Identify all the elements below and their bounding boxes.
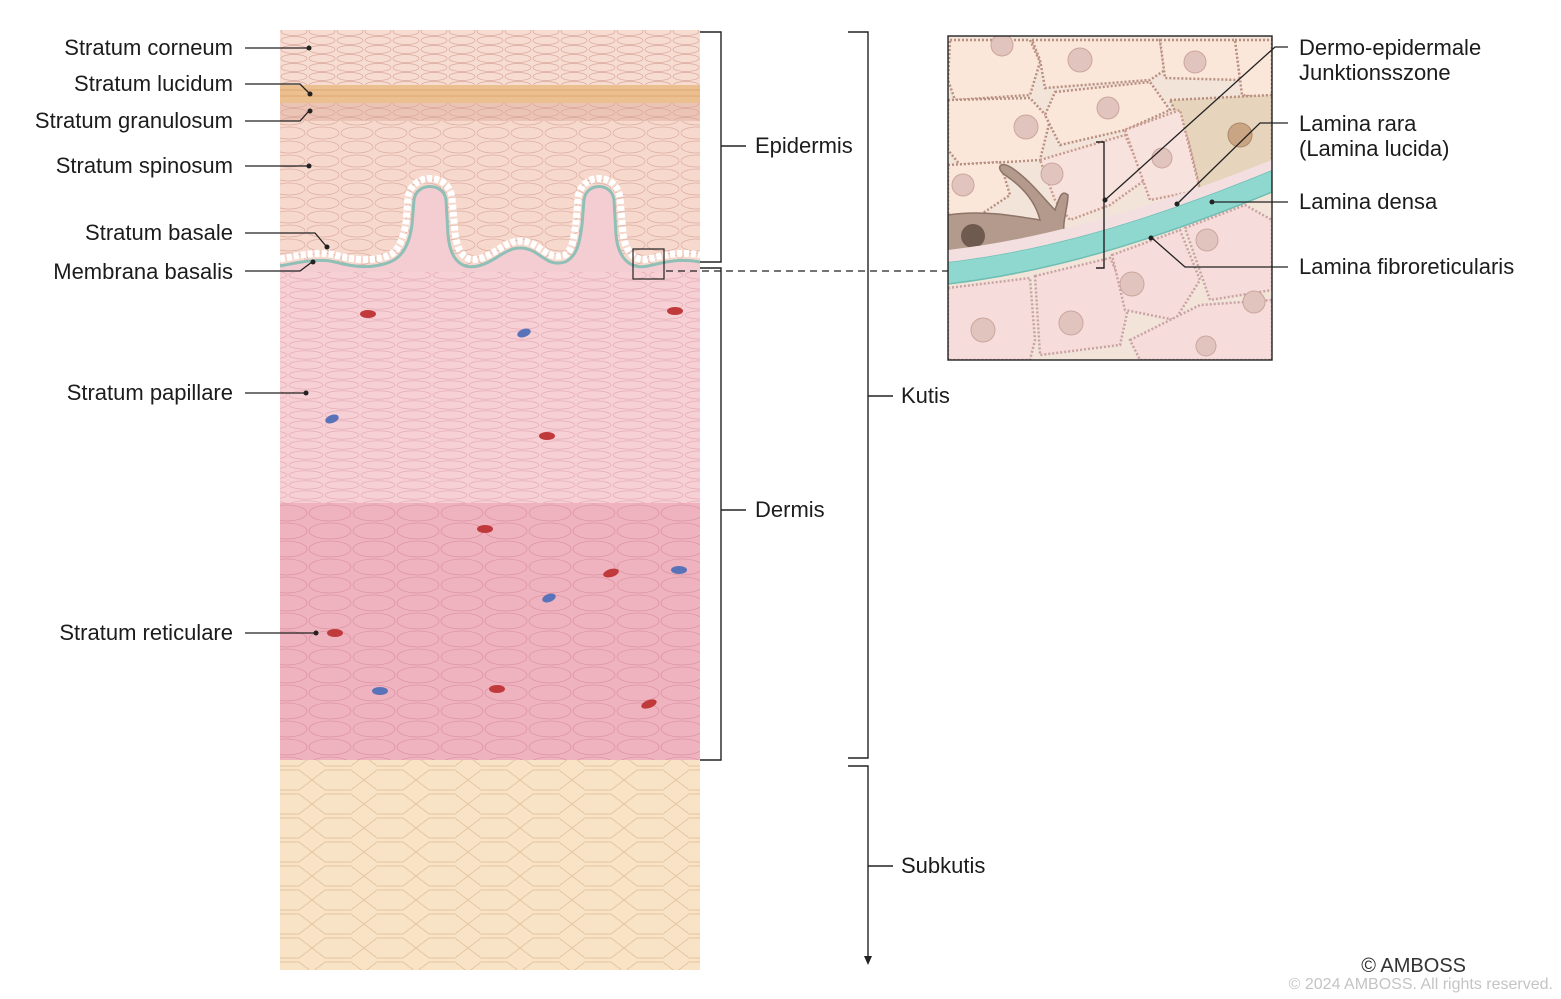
zoom-indicator-box xyxy=(632,248,665,280)
dermis-bracket xyxy=(700,267,746,761)
subkutis-bracket xyxy=(848,765,893,958)
label-dermo-epidermal-junction: Dermo-epidermale Junktionsszone xyxy=(1299,35,1481,85)
label-subkutis: Subkutis xyxy=(901,853,986,878)
label-lamina-rara-line-1: Lamina rara xyxy=(1299,111,1417,136)
label-junction-line-1: Dermo-epidermale xyxy=(1299,35,1482,60)
label-lamina-rara: Lamina rara (Lamina lucida) xyxy=(1299,111,1449,161)
arrow-down-icon xyxy=(864,956,872,965)
inset-frame xyxy=(947,35,1273,361)
basement-membrane xyxy=(279,185,701,269)
blood-vessels xyxy=(325,307,687,709)
copyright-notice: © 2024 AMBOSS. All rights reserved. xyxy=(1288,976,1553,993)
label-stratum-lucidum: Stratum lucidum xyxy=(74,71,233,96)
label-epidermis: Epidermis xyxy=(755,133,853,158)
label-kutis: Kutis xyxy=(901,383,950,408)
left-leader-dots xyxy=(303,45,330,636)
label-stratum-spinosum: Stratum spinosum xyxy=(55,153,233,178)
skin-section xyxy=(279,30,701,970)
dermal-papillae xyxy=(280,186,700,272)
label-stratum-papillare: Stratum papillare xyxy=(66,380,233,405)
basal-cell-row xyxy=(279,175,701,264)
stratum-lucidum-layer xyxy=(280,85,700,103)
label-lamina-fibroreticularis: Lamina fibroreticularis xyxy=(1299,254,1515,279)
label-junction-line-2: Junktionsszone xyxy=(1299,60,1451,85)
epidermis-bracket xyxy=(700,31,746,263)
label-stratum-corneum: Stratum corneum xyxy=(64,35,233,60)
label-membrana-basalis: Membrana basalis xyxy=(53,259,233,284)
label-dermis: Dermis xyxy=(755,497,825,522)
junction-inset xyxy=(947,35,1273,361)
label-stratum-granulosum: Stratum granulosum xyxy=(34,108,233,133)
amboss-brand: © AMBOSS xyxy=(1361,955,1466,977)
label-stratum-reticulare: Stratum reticulare xyxy=(59,620,233,645)
label-lamina-rara-line-2: (Lamina lucida) xyxy=(1299,136,1450,161)
label-lamina-densa: Lamina densa xyxy=(1299,189,1438,214)
left-leader-lines xyxy=(245,47,327,634)
inset-leader-lines xyxy=(1104,46,1288,268)
inset-leader-dots xyxy=(1102,197,1215,241)
junction-zone-bracket xyxy=(1096,141,1105,269)
label-stratum-basale: Stratum basale xyxy=(85,220,233,245)
kutis-bracket xyxy=(848,31,893,759)
